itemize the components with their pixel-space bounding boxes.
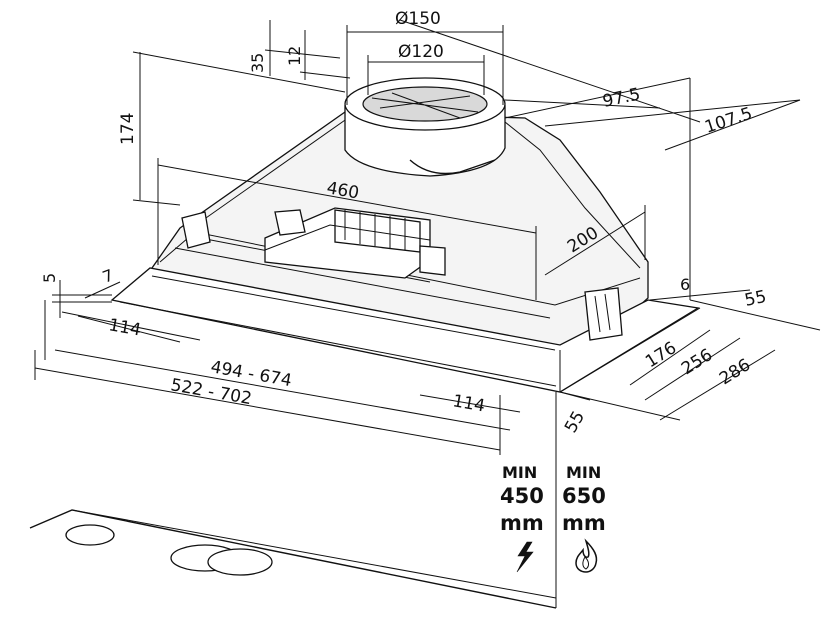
flame-icon bbox=[575, 538, 598, 573]
dimension-labels: Ø150 Ø120 35 12 174 460 200 97.5 107.5 5… bbox=[40, 9, 768, 437]
label-h174: 174 bbox=[118, 113, 138, 145]
electric-min-value: 450 bbox=[500, 484, 544, 508]
label-h5: 5 bbox=[40, 273, 59, 283]
dimension-lines bbox=[34, 19, 821, 608]
label-w6: 6 bbox=[680, 275, 690, 294]
label-w55-top: 55 bbox=[743, 287, 768, 311]
exhaust-spigot bbox=[344, 77, 506, 177]
label-w7: 7 bbox=[100, 265, 116, 286]
label-d176: 176 bbox=[642, 338, 680, 372]
electric-min-label: MIN bbox=[502, 463, 537, 482]
label-d97-5: 97.5 bbox=[601, 84, 642, 111]
label-h35: 35 bbox=[248, 53, 267, 73]
label-d286: 286 bbox=[716, 355, 754, 389]
mounting-brackets bbox=[181, 211, 623, 341]
motor-housing bbox=[264, 207, 446, 279]
burner-left bbox=[65, 524, 115, 546]
lightning-icon bbox=[516, 541, 534, 573]
label-w55-bottom: 55 bbox=[561, 408, 589, 437]
gas-min-value: 650 bbox=[562, 484, 606, 508]
burner-right bbox=[207, 548, 273, 576]
label-w114-right: 114 bbox=[451, 391, 486, 416]
clearance-gas: MIN 650 mm bbox=[562, 463, 606, 573]
clearance-electric: MIN 450 mm bbox=[500, 463, 544, 573]
cooktop bbox=[29, 509, 557, 609]
label-h12: 12 bbox=[285, 46, 304, 66]
gas-min-unit: mm bbox=[562, 511, 606, 535]
label-w114-left: 114 bbox=[107, 315, 142, 340]
gas-min-label: MIN bbox=[566, 463, 601, 482]
electric-min-unit: mm bbox=[500, 511, 544, 535]
label-d150: Ø150 bbox=[395, 9, 441, 29]
label-d120: Ø120 bbox=[398, 42, 444, 62]
